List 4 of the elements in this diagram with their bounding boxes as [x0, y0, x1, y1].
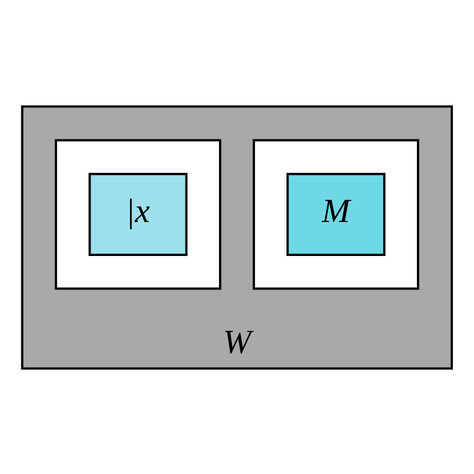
node-box: |x — [88, 172, 188, 256]
cluster — [252, 138, 420, 290]
cluster — [54, 138, 222, 290]
node-box: M — [286, 172, 386, 256]
